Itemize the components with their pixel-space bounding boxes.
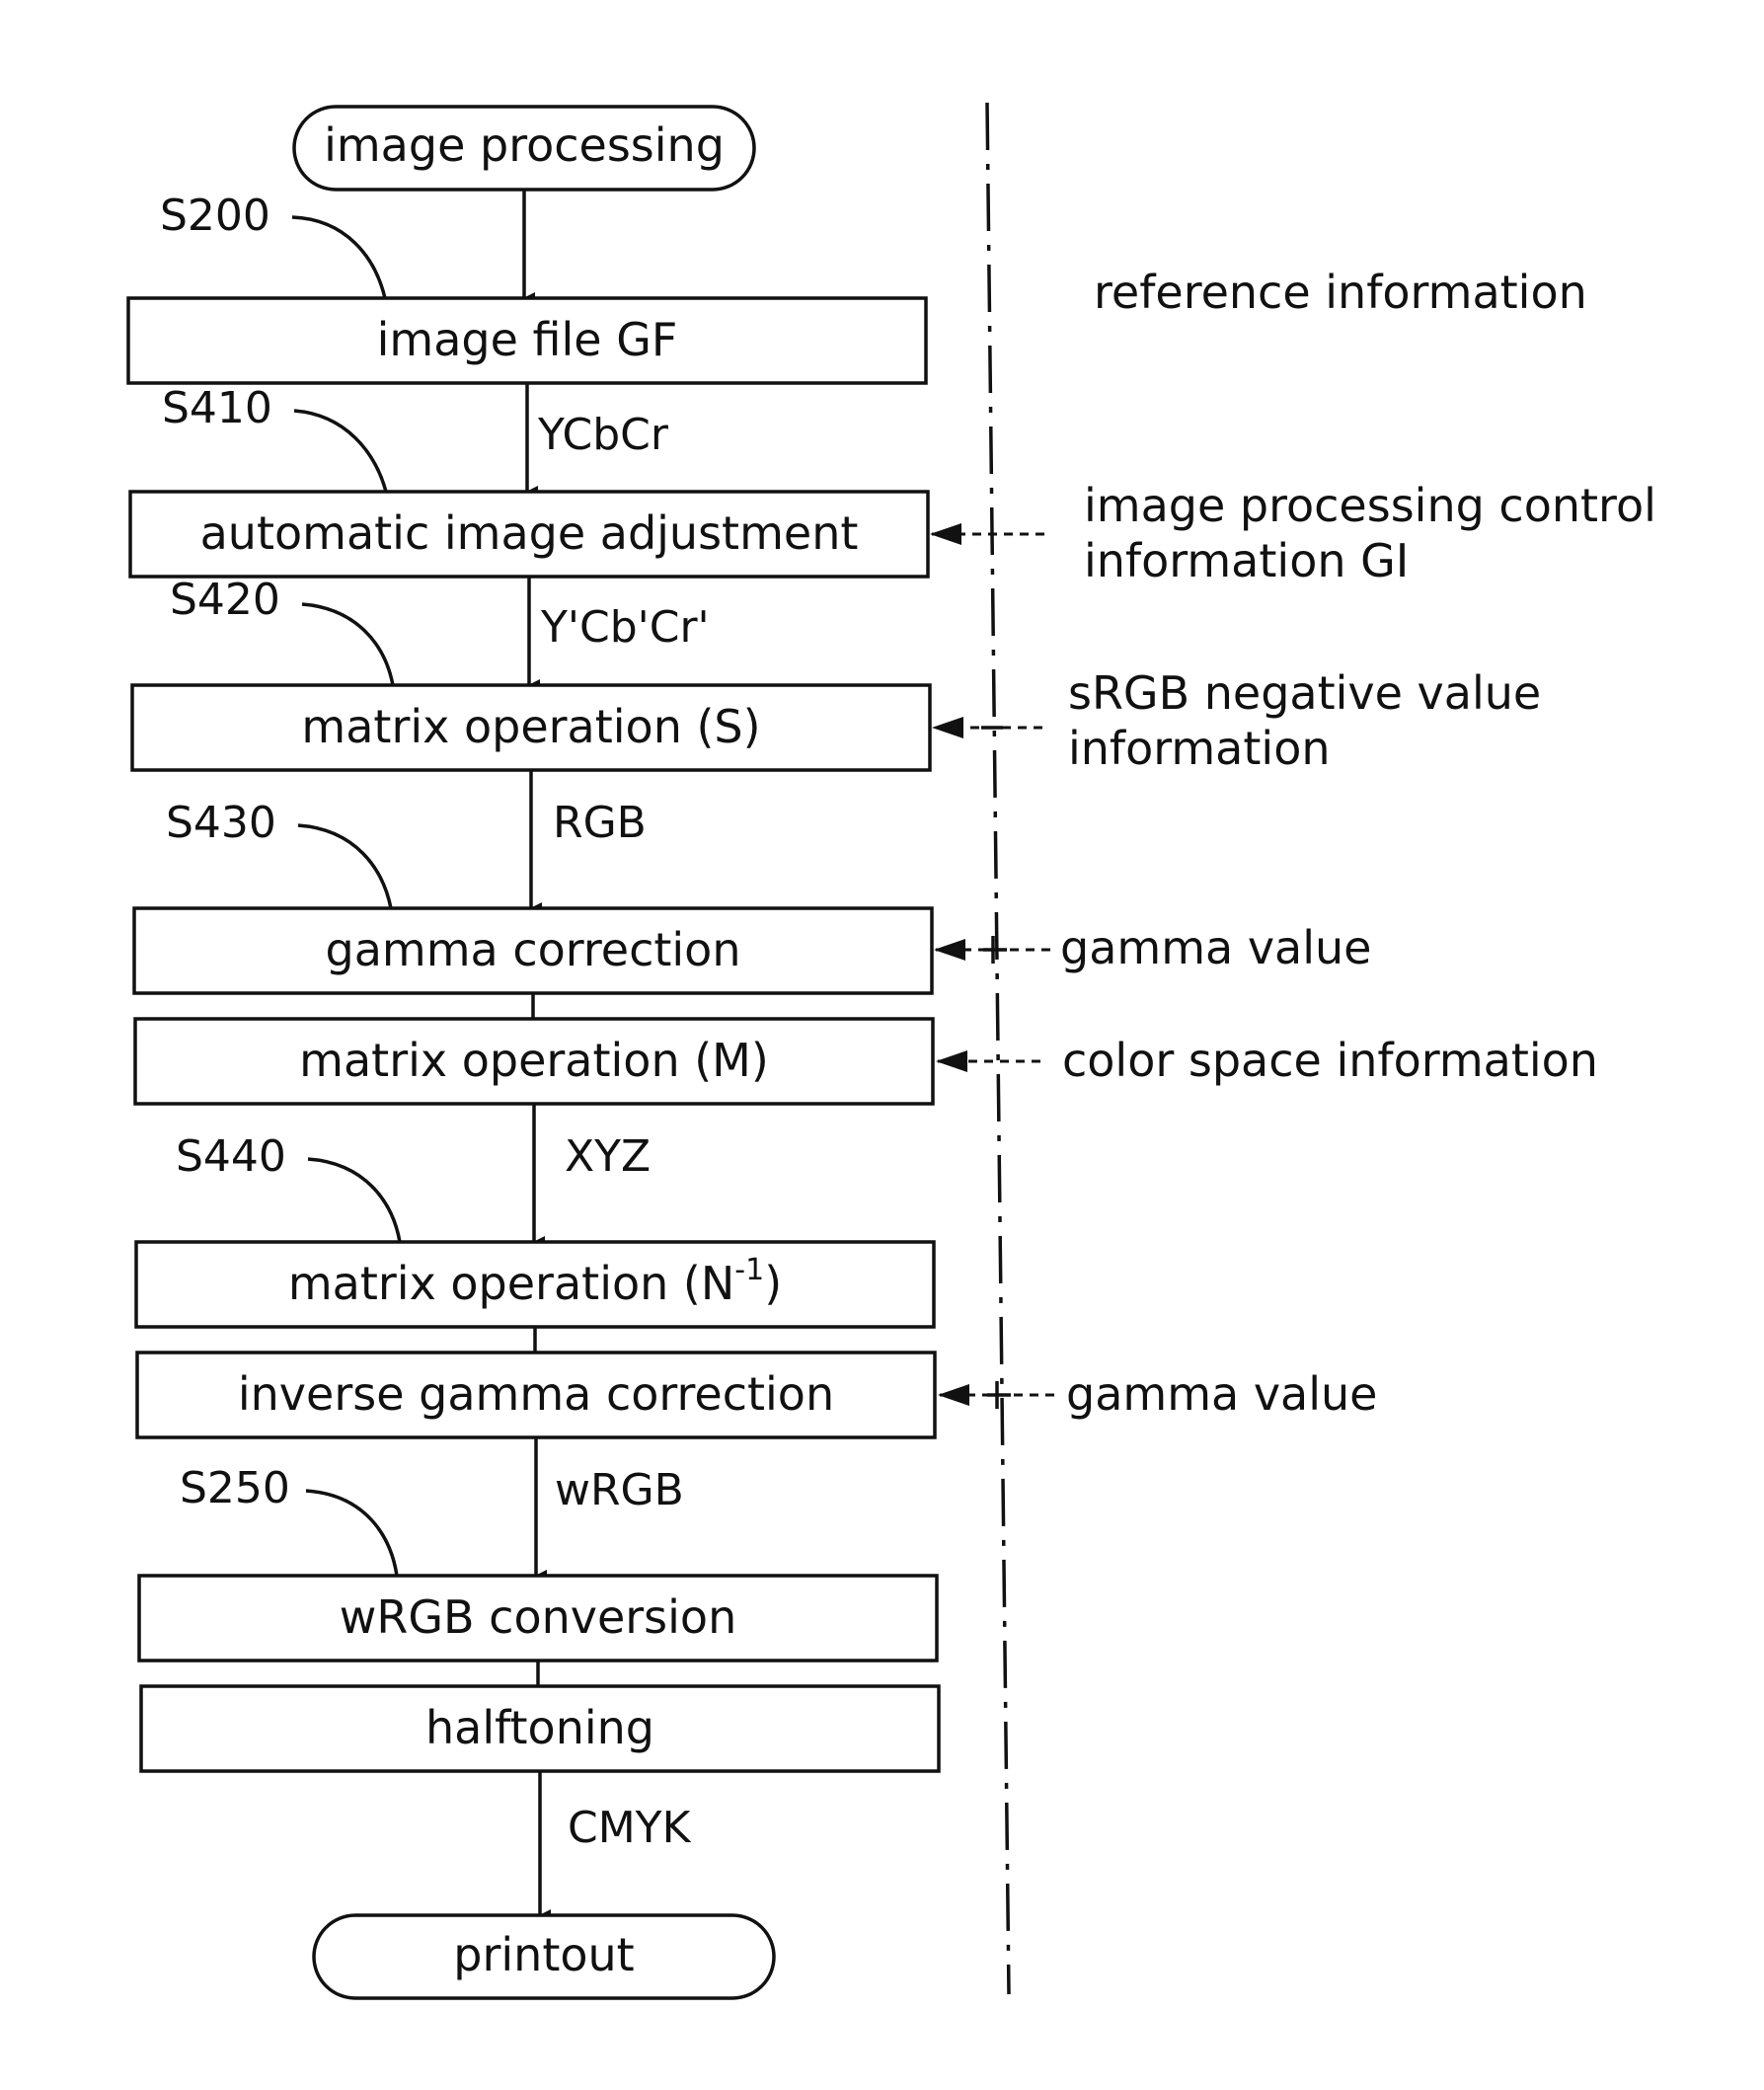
box-n-inverse-close: )	[764, 1257, 782, 1310]
box-gamma-correction-label: gamma correction	[326, 923, 741, 976]
step-leader-s200	[292, 217, 385, 298]
box-matrix-operation-n-inverse-label: matrix operation (N-1)	[288, 1253, 782, 1310]
step-label-s200: S200	[160, 191, 270, 241]
signal-ycbcr-prime: Y'Cb'Cr'	[540, 602, 710, 653]
reference-srgb-line1: sRGB negative value	[1068, 666, 1541, 720]
step-label-s420: S420	[170, 575, 280, 625]
step-leader-s420	[302, 604, 393, 685]
reference-arrowhead-gamma2	[938, 1384, 969, 1406]
reference-gamma1: gamma value	[1060, 921, 1371, 974]
reference-divider-line	[987, 103, 1009, 1994]
step-leader-s430	[298, 825, 391, 908]
signal-rgb: RGB	[553, 798, 647, 848]
reference-colorspace: color space information	[1062, 1034, 1598, 1087]
box-automatic-image-adjustment-label: automatic image adjustment	[200, 506, 859, 560]
step-leader-s410	[294, 411, 386, 492]
reference-gi-line2: information GI	[1084, 534, 1409, 587]
step-label-s430: S430	[166, 798, 276, 848]
reference-gamma2: gamma value	[1066, 1367, 1377, 1421]
reference-arrowhead-srgb	[932, 717, 963, 738]
reference-srgb-line2: information	[1068, 722, 1331, 775]
step-label-s440: S440	[176, 1131, 286, 1182]
reference-arrowhead-gi	[930, 523, 961, 545]
box-n-inverse-main: matrix operation (N	[288, 1257, 734, 1310]
step-label-s250: S250	[180, 1463, 290, 1513]
box-matrix-operation-s-label: matrix operation (S)	[301, 700, 760, 753]
reference-arrowhead-colorspace	[936, 1050, 967, 1072]
signal-xyz: XYZ	[565, 1131, 651, 1182]
box-inverse-gamma-correction-label: inverse gamma correction	[238, 1367, 834, 1421]
box-wrgb-conversion-label: wRGB conversion	[340, 1590, 736, 1644]
step-leader-s440	[308, 1159, 400, 1242]
end-terminal-label: printout	[453, 1928, 634, 1981]
step-label-s410: S410	[162, 383, 272, 433]
reference-gi-line1: image processing control	[1084, 479, 1656, 532]
reference-arrowhead-gamma1	[934, 939, 965, 961]
signal-cmyk: CMYK	[568, 1803, 692, 1853]
box-image-file-gf-label: image file GF	[377, 313, 678, 366]
signal-wrgb: wRGB	[555, 1465, 684, 1515]
box-matrix-operation-m-label: matrix operation (M)	[299, 1034, 769, 1087]
reference-header: reference information	[1094, 266, 1587, 319]
step-leader-s250	[306, 1491, 397, 1576]
box-halftoning-label: halftoning	[425, 1701, 654, 1754]
signal-ycbcr: YCbCr	[537, 410, 669, 460]
start-terminal-label: image processing	[324, 118, 725, 172]
box-n-inverse-superscript: -1	[734, 1253, 764, 1287]
